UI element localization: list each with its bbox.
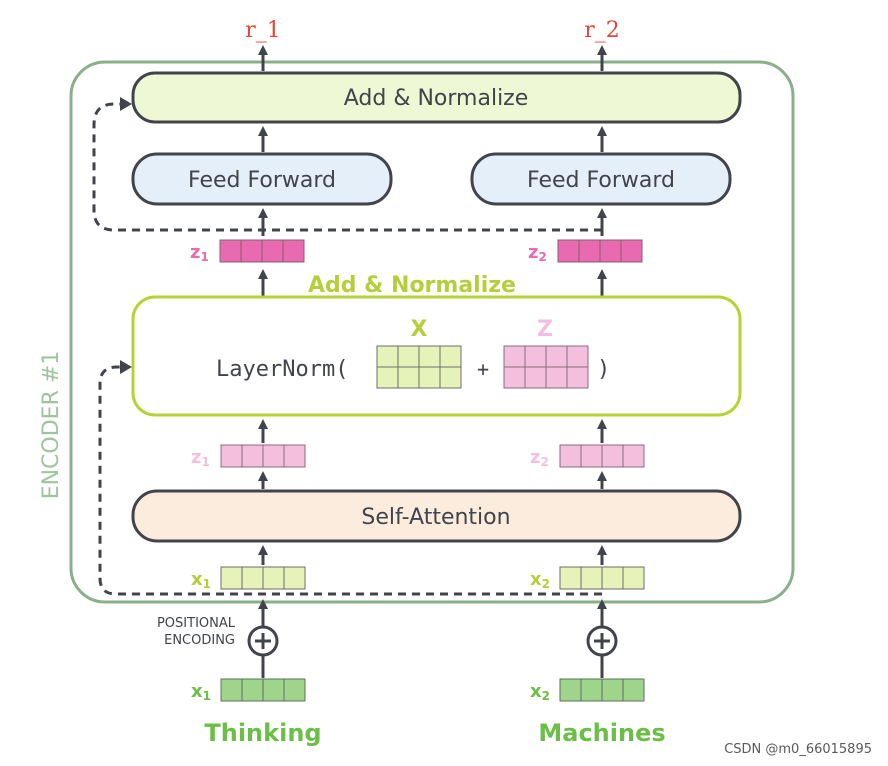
z-in-vector-1 (220, 444, 306, 468)
encoder-label: ENCODER #1 (39, 351, 64, 500)
z-out-label-1: z1 (190, 242, 209, 264)
z-out-vector-2 (557, 239, 643, 263)
z-in-vector-2 (559, 444, 645, 468)
output-label-2: r_2 (584, 18, 620, 43)
z-in-label-2: z2 (530, 447, 549, 469)
layernorm-plus: + (477, 357, 489, 381)
layernorm-prefix: LayerNorm( (216, 357, 348, 382)
plus-circle-icon (247, 625, 279, 657)
x-enc-vector-1 (220, 566, 306, 590)
layernorm-x-label: X (411, 317, 428, 342)
layernorm-z-label: Z (537, 317, 553, 342)
add-normalize-mid-label: Add & Normalize (308, 273, 516, 298)
x-enc-label-2: x2 (530, 569, 550, 591)
positional-encoding-label-line2: ENCODING (164, 633, 235, 648)
x-enc-label-1: x1 (191, 569, 211, 591)
residual-dashed-top (92, 102, 602, 232)
positional-encoding-label-line1: POSITIONAL (157, 616, 236, 631)
add-normalize-top-label: Add & Normalize (344, 86, 529, 111)
add-normalize-top-box (131, 71, 742, 124)
layernorm-x-matrix (376, 345, 462, 389)
plus-circle-icon (586, 625, 618, 657)
z-out-vector-1 (219, 239, 305, 263)
x-emb-label-2: x2 (530, 681, 550, 703)
x-emb-vector-2 (559, 678, 645, 702)
input-word-2: Machines (538, 719, 665, 747)
layernorm-suffix: ) (597, 357, 610, 382)
z-in-label-1: z1 (191, 447, 210, 469)
encoder-box (69, 60, 795, 604)
self-attention-label: Self-Attention (361, 505, 510, 530)
x-emb-label-1: x1 (191, 681, 211, 703)
residual-arrowhead-bottom (120, 360, 132, 374)
z-out-label-2: z2 (528, 242, 547, 264)
feed-forward-label-1: Feed Forward (188, 168, 336, 193)
watermark: CSDN @m0_66015895 (724, 742, 872, 757)
x-enc-vector-2 (559, 566, 645, 590)
self-attention-box (131, 489, 742, 543)
layernorm-z-matrix (503, 345, 589, 389)
input-word-1: Thinking (204, 719, 321, 747)
output-label-1: r_1 (245, 18, 281, 43)
residual-arrowhead-top (120, 97, 132, 111)
feed-forward-label-2: Feed Forward (527, 168, 675, 193)
residual-dashed-bottom (98, 365, 602, 596)
x-emb-vector-1 (220, 678, 306, 702)
feed-forward-box-1 (131, 152, 393, 206)
feed-forward-box-2 (470, 152, 732, 206)
